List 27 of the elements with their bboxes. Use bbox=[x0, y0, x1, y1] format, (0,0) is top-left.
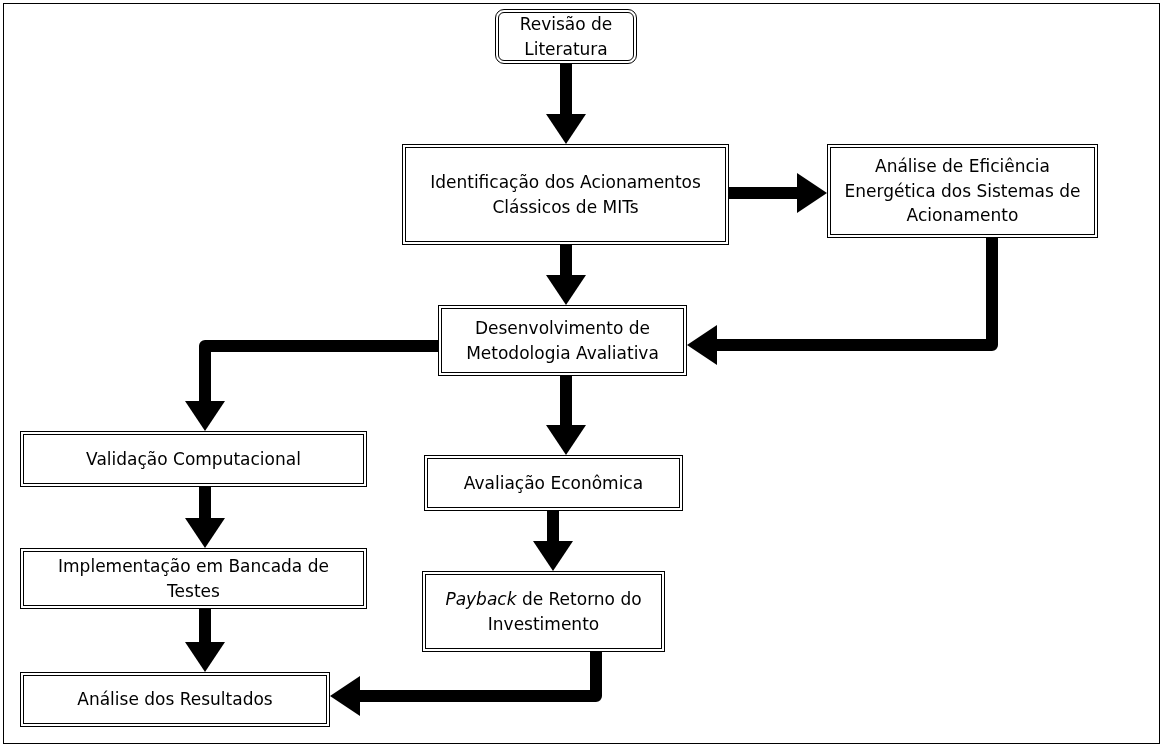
process-box bbox=[20, 672, 330, 727]
node-label: Revisão de Literatura bbox=[518, 12, 614, 61]
node-label: Payback de Retorno do Investimento bbox=[444, 587, 643, 636]
arrow bbox=[185, 609, 225, 672]
process-box bbox=[20, 548, 367, 609]
process-box bbox=[402, 144, 729, 245]
node-label: Análise de Eficiência Energética dos Sistemas de Acionamento bbox=[843, 155, 1082, 228]
arrow bbox=[185, 340, 438, 431]
arrow bbox=[729, 173, 827, 213]
arrow bbox=[687, 238, 998, 365]
arrow bbox=[546, 64, 586, 144]
node-label: Identificação dos Acionamentos Clássicos de MITs bbox=[429, 170, 702, 219]
process-box bbox=[20, 431, 367, 487]
process-box bbox=[495, 9, 637, 64]
node-label: Implementação em Bancada de Testes bbox=[57, 554, 330, 603]
process-box bbox=[424, 455, 683, 511]
node-label: Análise dos Resultados bbox=[77, 688, 273, 712]
process-box bbox=[422, 571, 665, 652]
process-box bbox=[827, 144, 1098, 238]
node-label: Avaliação Econômica bbox=[463, 471, 644, 495]
arrow bbox=[185, 487, 225, 548]
process-box bbox=[438, 305, 687, 376]
arrow bbox=[546, 245, 586, 305]
node-label: Desenvolvimento de Metodologia Avaliativa bbox=[465, 316, 660, 365]
arrow bbox=[546, 376, 586, 455]
arrow bbox=[533, 511, 573, 571]
node-label: Validação Computacional bbox=[86, 447, 301, 471]
